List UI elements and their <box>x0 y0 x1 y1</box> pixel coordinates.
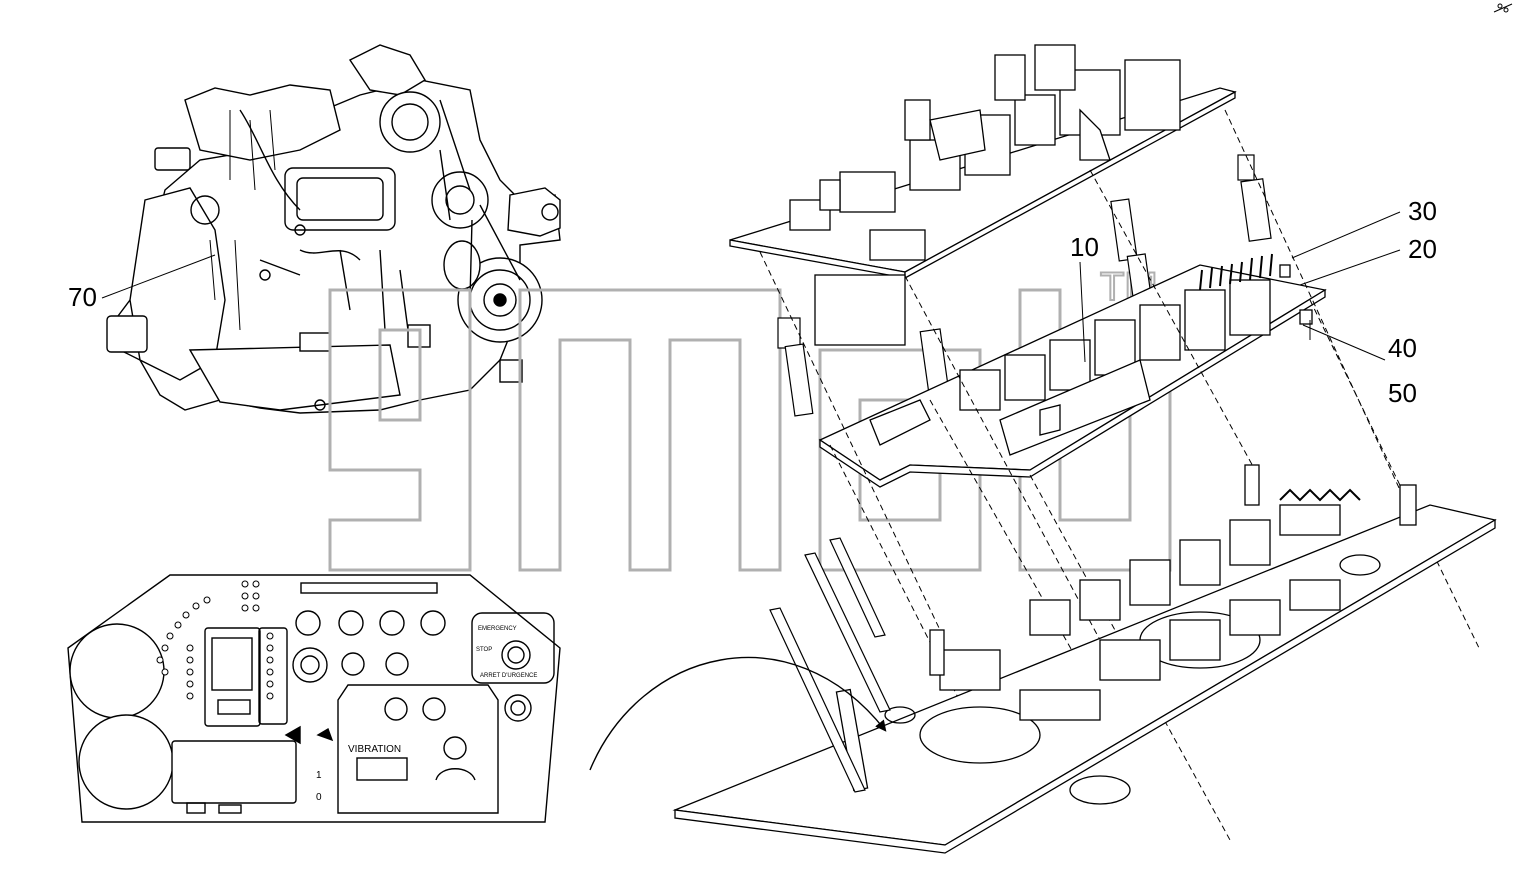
vibration-label: VIBRATION <box>348 744 401 755</box>
corner-mark <box>1493 3 1513 13</box>
callout-40: 40 <box>1302 324 1417 363</box>
base-plate <box>672 464 1497 854</box>
arret-label: ARRET D'URGENCE <box>480 673 537 679</box>
callout-40-label: 40 <box>1388 333 1417 363</box>
emergency-label: EMERGENCY <box>478 626 517 632</box>
switch-position-zero: 0 <box>316 792 322 803</box>
left-gauge-top <box>69 623 165 719</box>
callout-70: 70 <box>68 254 216 312</box>
callout-50: 50 <box>1309 320 1417 408</box>
callout-20-label: 20 <box>1408 234 1437 264</box>
upper-circuit-board <box>729 44 1237 346</box>
engine-illustration <box>106 44 561 414</box>
assembly-arrow <box>589 656 887 771</box>
callout-30-label: 30 <box>1408 196 1437 226</box>
callout-10-label: 10 <box>1070 232 1099 262</box>
control-panel <box>67 574 561 823</box>
middle-circuit-board <box>818 253 1327 488</box>
callout-70-label: 70 <box>68 282 97 312</box>
left-gauge-bottom <box>78 714 174 810</box>
switch-position-one: 1 <box>316 770 322 781</box>
mounting-rods <box>769 537 891 793</box>
callout-20: 20 <box>1299 234 1437 286</box>
callout-10: 10 <box>1070 232 1099 363</box>
callout-30: 30 <box>1291 196 1437 259</box>
callout-50-label: 50 <box>1388 378 1417 408</box>
stop-label: STOP <box>476 647 492 653</box>
